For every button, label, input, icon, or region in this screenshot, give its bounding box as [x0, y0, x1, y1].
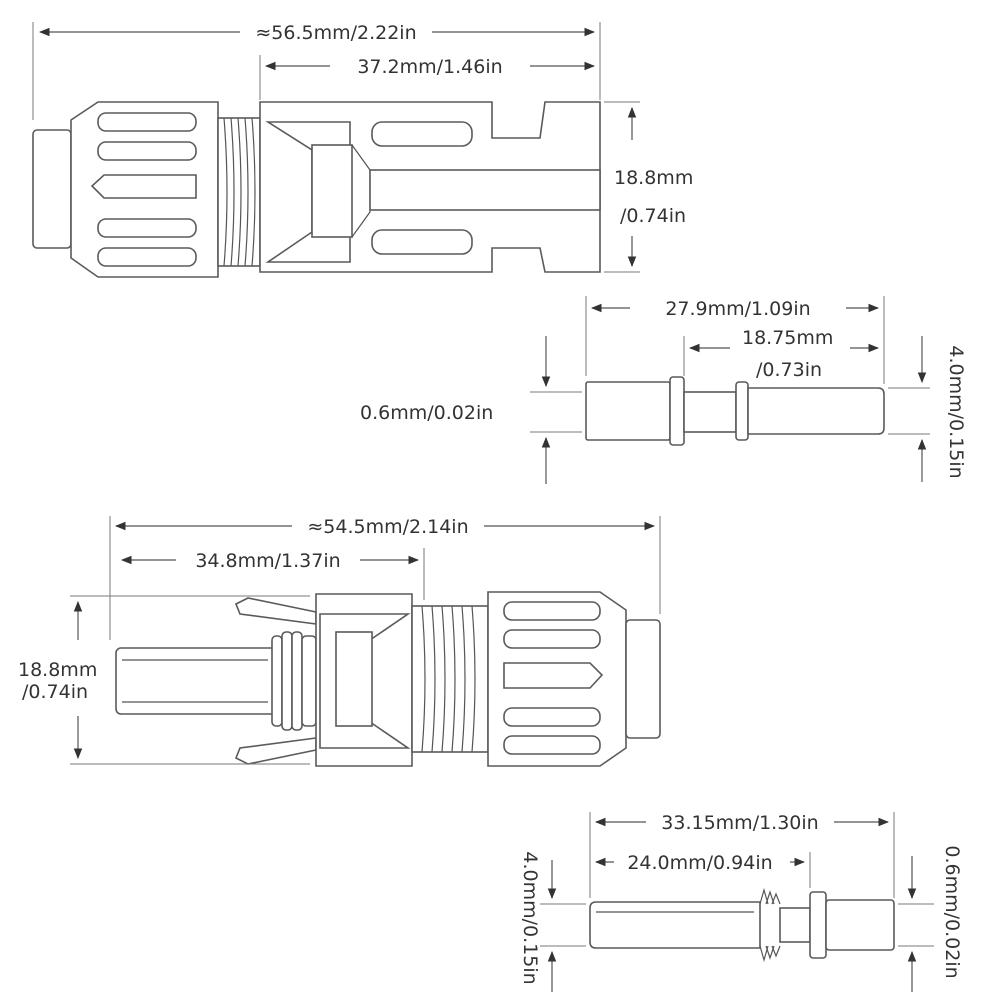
female-pin-socket-label: 24.0mm/0.94in [627, 852, 772, 874]
male-pin-wall-label: 0.6mm/0.02in [360, 402, 493, 424]
female-pin-diameter-label: 4.0mm/0.15in [519, 851, 541, 984]
male-height-mm-label: 18.8mm [614, 167, 693, 189]
male-pin-neck [683, 391, 737, 433]
female-pin-socket [589, 901, 761, 949]
male-nut-grip-ribs [90, 112, 197, 267]
male-pin [585, 376, 885, 446]
male-pin-collar [669, 376, 685, 446]
male-pin-channel [369, 169, 601, 211]
male-overall-label: ≈56.5mm/2.22in [255, 22, 416, 44]
male-pin-ring [735, 381, 749, 441]
female-pin-length-dimension: 33.15mm/1.30in [589, 812, 895, 898]
male-pin-crimp-barrel [585, 381, 671, 441]
female-thread-lines [421, 605, 476, 753]
male-pin-diameter-label: 4.0mm/0.15in [945, 345, 967, 478]
male-thread [217, 117, 261, 267]
female-end-cap [625, 619, 661, 739]
female-seal-ridges [271, 631, 317, 731]
female-body-dimension: 34.8mm/1.37in [120, 548, 425, 600]
female-pin-length-label: 33.15mm/1.30in [661, 812, 818, 834]
female-insert [335, 631, 373, 727]
female-pin-diameter-dimension: 4.0mm/0.15in [519, 851, 586, 992]
male-pin-wall-dimension: 0.6mm/0.02in [360, 336, 582, 484]
female-height-in-label: /0.74in [22, 681, 88, 703]
male-slot-bottom [371, 229, 473, 255]
male-pin-tip-mm-label: 18.75mm [742, 327, 833, 349]
male-pin-length-dimension: 27.9mm/1.09in [585, 296, 885, 384]
female-connector [115, 591, 661, 767]
female-pin-wall-label: 0.6mm/0.02in [941, 845, 963, 978]
male-pin-tip-dimension: 18.75mm /0.73in [683, 327, 880, 381]
female-pin [589, 887, 895, 963]
male-pin-tip-in-label: /0.73in [756, 359, 822, 381]
male-overall-dimension: ≈56.5mm/2.22in [32, 22, 601, 120]
female-latch-top [234, 597, 317, 625]
male-pin-diameter-dimension: 4.0mm/0.15in [888, 336, 967, 482]
female-pin-spring-fingers [759, 887, 781, 963]
male-thread-lines [223, 117, 256, 267]
female-height-dimension: 18.8mm /0.74in [18, 595, 310, 765]
male-body-label: 37.2mm/1.46in [357, 56, 502, 78]
male-pin-length-label: 27.9mm/1.09in [665, 298, 810, 320]
female-body-label: 34.8mm/1.37in [195, 550, 340, 572]
male-pin-tip [747, 387, 885, 435]
female-overall-label: ≈54.5mm/2.14in [307, 516, 468, 538]
female-latch-bottom [234, 737, 317, 765]
female-overall-dimension: ≈54.5mm/2.14in [109, 516, 661, 640]
female-pin-collar [809, 891, 827, 959]
female-nut-grip-ribs [503, 601, 604, 755]
male-end-cap [32, 129, 72, 249]
female-pin-wall-dimension: 0.6mm/0.02in [898, 845, 963, 992]
male-body-dimension: 37.2mm/1.46in [259, 55, 596, 100]
female-height-mm-label: 18.8mm [18, 659, 97, 681]
female-nose [115, 647, 277, 715]
female-pin-socket-dimension: 24.0mm/0.94in [594, 852, 811, 888]
female-pin-crimp-barrel [825, 899, 895, 951]
male-height-dimension: 18.8mm /0.74in [604, 101, 693, 273]
male-insert [311, 144, 353, 238]
female-pin-neck [779, 907, 811, 943]
male-connector [32, 101, 601, 278]
male-slot-top [371, 121, 473, 147]
male-height-in-label: /0.74in [620, 205, 686, 227]
